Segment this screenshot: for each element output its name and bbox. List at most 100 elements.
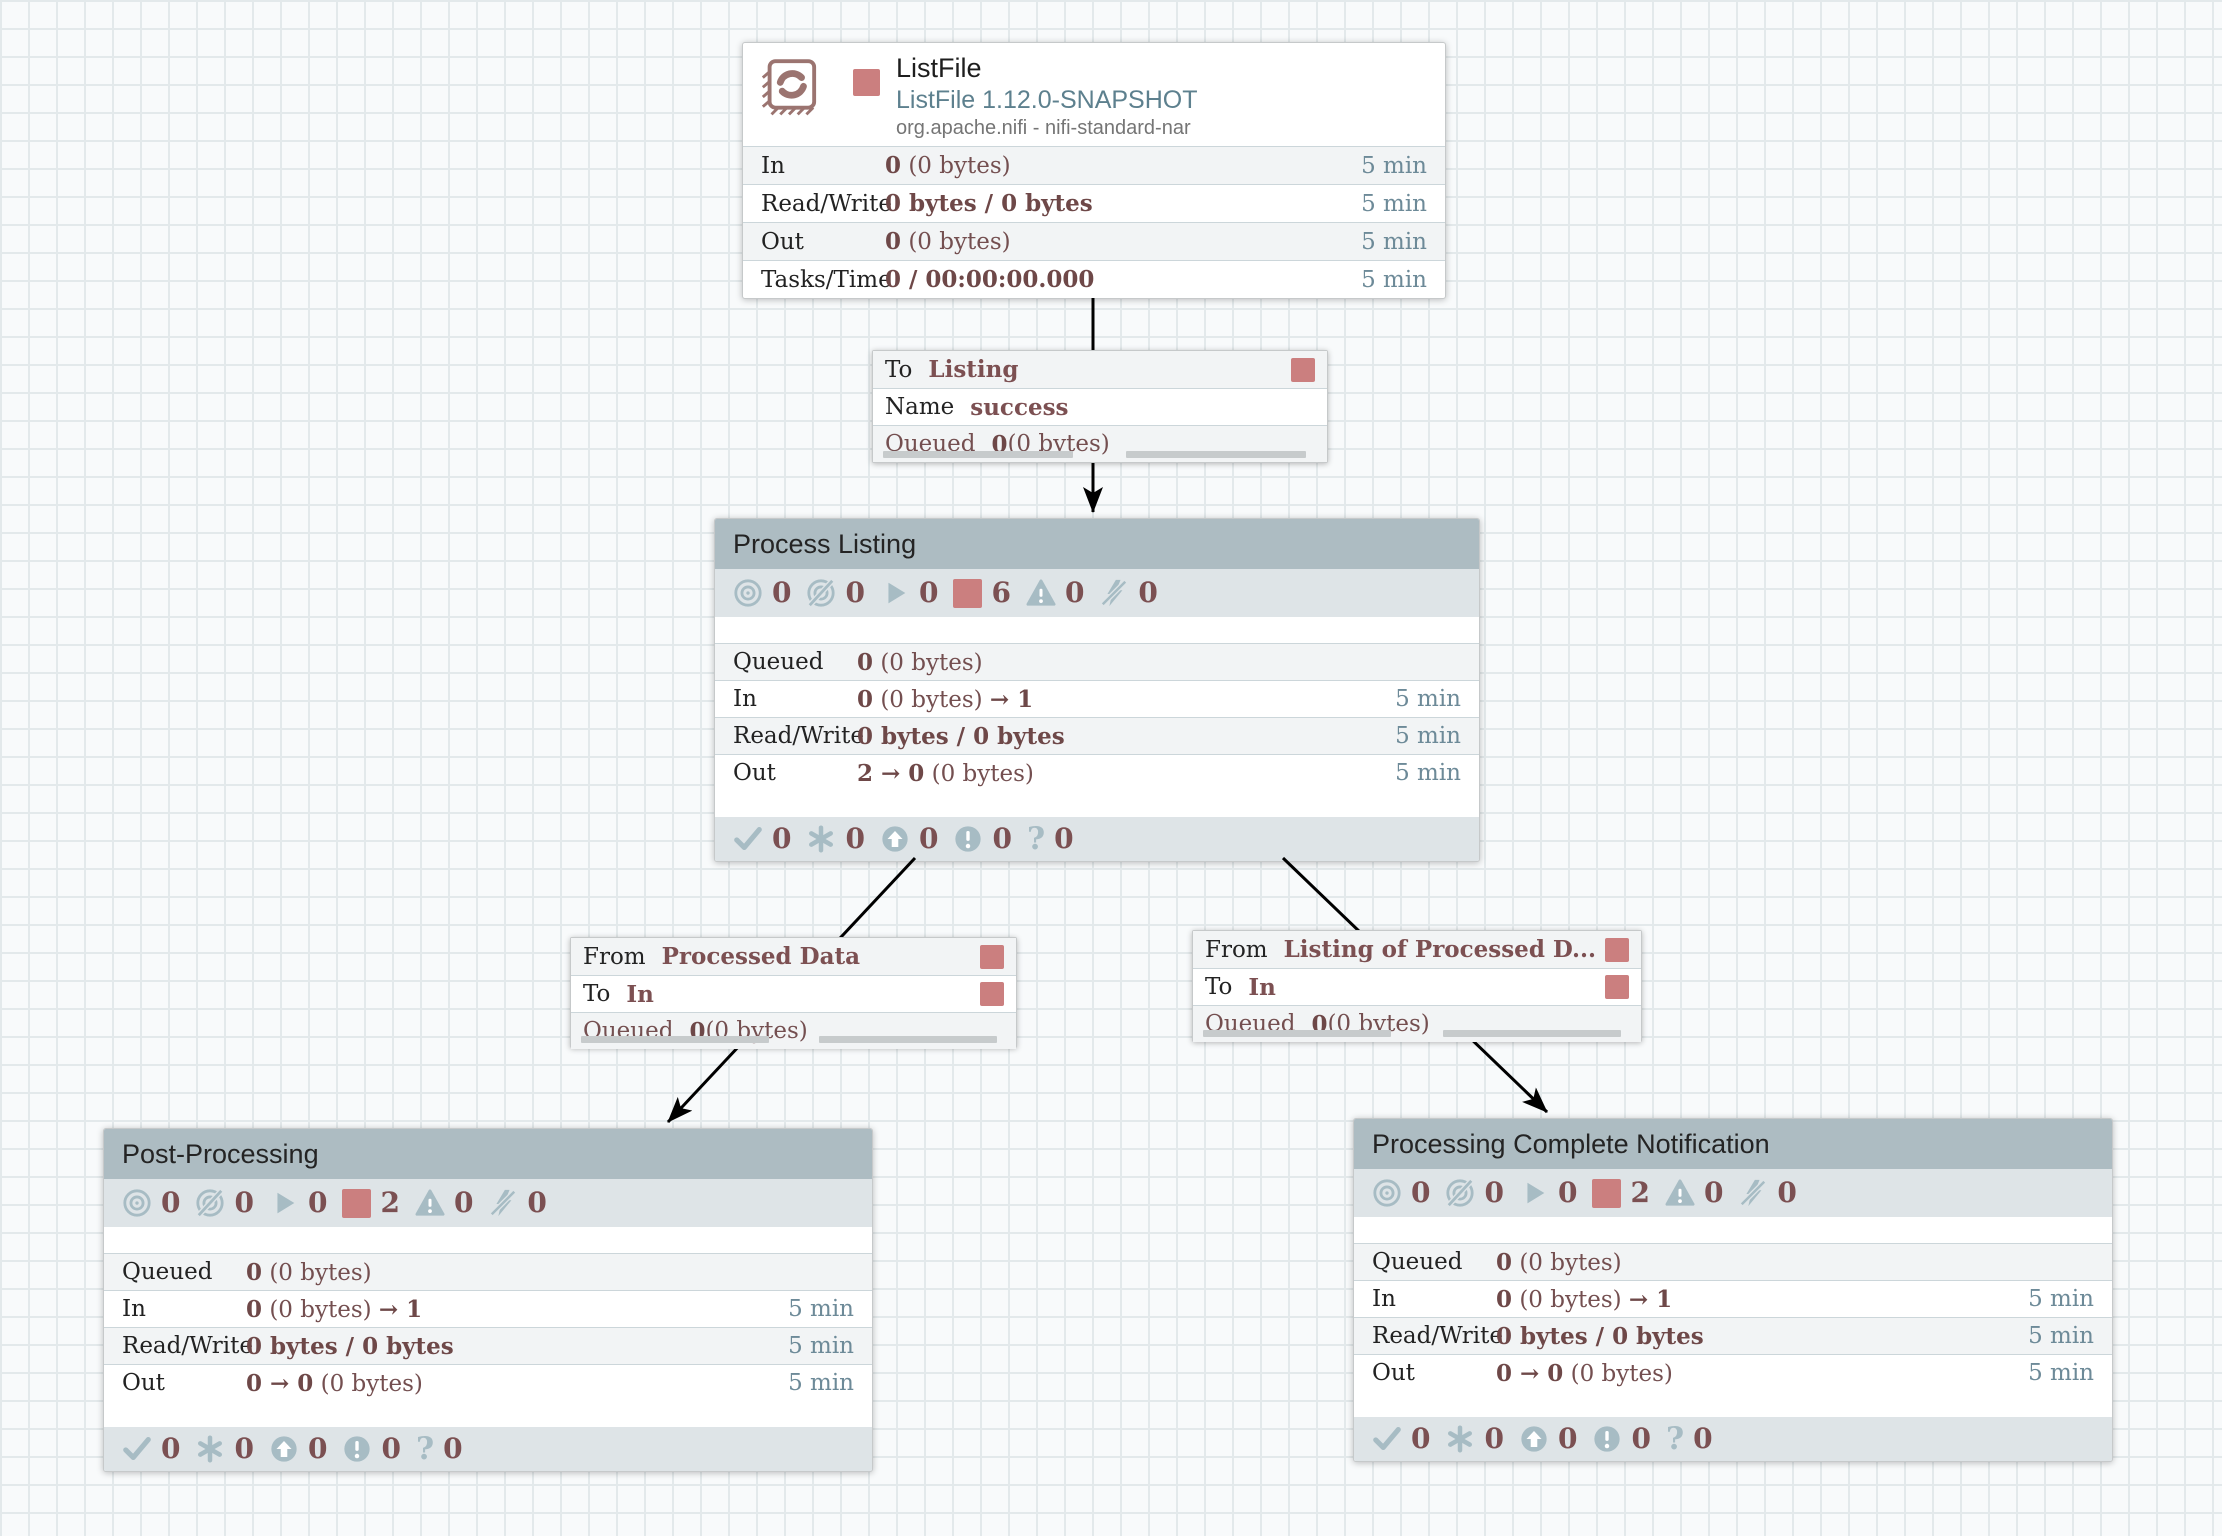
- time-window: 5 min: [1361, 190, 1427, 217]
- up-to-date-badge: 0: [122, 1434, 180, 1464]
- asterisk-icon: [1445, 1424, 1475, 1454]
- sync-failure-badge: ?0: [1665, 1420, 1713, 1457]
- not-transmitting-badge: 0: [195, 1188, 254, 1218]
- time-window: 5 min: [2028, 1286, 2094, 1312]
- invalid-warning-icon: [415, 1188, 445, 1218]
- time-window: 5 min: [788, 1296, 854, 1322]
- invalid-warning-icon: [1665, 1178, 1695, 1208]
- stat-row-queued: Queued 0 (0 bytes): [1354, 1243, 2112, 1280]
- connection-label-processed-data[interactable]: From Processed Data To In Queued 0 (0 by…: [570, 937, 1017, 1049]
- stopped-badge: 6: [953, 578, 1011, 608]
- running-icon: [880, 578, 910, 608]
- connection-to-row: To In: [1193, 968, 1641, 1005]
- queued-size-meter: [1443, 1030, 1621, 1037]
- stat-row-in: In 0 (0 bytes) 5 min: [743, 146, 1445, 184]
- not-transmitting-icon: [1445, 1178, 1475, 1208]
- process-group-post-processing[interactable]: Post-Processing 0 0 0 2 0 0 Queued 0 (0 …: [103, 1128, 873, 1472]
- stale-badge: 0: [880, 824, 938, 854]
- disabled-badge: 0: [1738, 1178, 1797, 1208]
- stat-row-out: Out 0 (0 bytes) 5 min: [743, 222, 1445, 260]
- running-badge: 0: [1519, 1178, 1577, 1208]
- locally-modified-and-stale-badge: 0: [1592, 1424, 1651, 1454]
- check-icon: [122, 1434, 152, 1464]
- exclamation-circle-icon: [1592, 1424, 1622, 1454]
- not-transmitting-icon: [195, 1188, 225, 1218]
- group-stats: Queued 0 (0 bytes) In 0 (0 bytes) → 1 5 …: [715, 643, 1479, 791]
- question-mark-icon: ?: [1665, 1420, 1685, 1457]
- running-badge: 0: [880, 578, 938, 608]
- sync-failure-badge: ?0: [1026, 820, 1074, 857]
- up-to-date-badge: 0: [1372, 1424, 1430, 1454]
- time-window: 5 min: [1395, 723, 1461, 749]
- queued-count-meter: [581, 1036, 769, 1043]
- stat-row-out: Out 0 → 0 (0 bytes) 5 min: [104, 1364, 872, 1401]
- transmitting-badge: 0: [122, 1188, 180, 1218]
- asterisk-icon: [195, 1434, 225, 1464]
- stopped-state-icon: [853, 69, 880, 96]
- queued-count-meter: [883, 451, 1073, 458]
- destination-stopped-icon: [1291, 357, 1315, 382]
- exclamation-circle-icon: [342, 1434, 372, 1464]
- stopped-badge: 2: [342, 1188, 400, 1218]
- queued-size-meter: [1126, 451, 1306, 458]
- running-icon: [269, 1188, 299, 1218]
- stopped-icon: [1592, 1178, 1622, 1208]
- time-window: 5 min: [788, 1333, 854, 1359]
- connection-label-listing-of-processed-data[interactable]: From Listing of Processed D... To In Que…: [1192, 930, 1642, 1042]
- running-icon: [1519, 1178, 1549, 1208]
- invalid-badge: 0: [415, 1188, 473, 1218]
- transmitting-badge: 0: [1372, 1178, 1430, 1208]
- processor-icon: [761, 59, 817, 116]
- time-window: 5 min: [1395, 760, 1461, 786]
- transmitting-icon: [733, 578, 763, 608]
- time-window: 5 min: [788, 1370, 854, 1396]
- processor-stats: In 0 (0 bytes) 5 min Read/Write 0 bytes …: [743, 146, 1445, 298]
- disabled-badge: 0: [1099, 578, 1158, 608]
- time-window: 5 min: [1361, 152, 1427, 179]
- connection-to-row: To Listing: [873, 351, 1327, 388]
- group-title: Processing Complete Notification: [1354, 1119, 2112, 1169]
- invalid-badge: 0: [1665, 1178, 1723, 1208]
- process-group-process-listing[interactable]: Process Listing 0 0 0 6 0 0 Queued 0 (0 …: [714, 518, 1480, 862]
- group-version-control-bar: 0 0 0 0 ?0: [104, 1427, 872, 1471]
- check-icon: [733, 824, 763, 854]
- queued-count-meter: [1203, 1030, 1391, 1037]
- disabled-badge: 0: [488, 1188, 547, 1218]
- locally-modified-and-stale-badge: 0: [953, 824, 1012, 854]
- processor-name: ListFile: [896, 53, 982, 83]
- not-transmitting-badge: 0: [1445, 1178, 1504, 1208]
- group-title: Process Listing: [715, 519, 1479, 569]
- locally-modified-badge: 0: [195, 1434, 254, 1464]
- transmitting-badge: 0: [733, 578, 791, 608]
- connection-to-row: To In: [571, 975, 1016, 1012]
- group-title: Post-Processing: [104, 1129, 872, 1179]
- stat-row-read-write: Read/Write 0 bytes / 0 bytes 5 min: [743, 184, 1445, 222]
- connection-label-success[interactable]: To Listing Name success Queued 0 (0 byte…: [872, 350, 1328, 463]
- time-window: 5 min: [1361, 266, 1427, 293]
- asterisk-icon: [806, 824, 836, 854]
- check-icon: [1372, 1424, 1402, 1454]
- not-transmitting-icon: [806, 578, 836, 608]
- group-version-control-bar: 0 0 0 0 ?0: [715, 817, 1479, 861]
- disabled-bolt-icon: [1738, 1178, 1768, 1208]
- group-version-control-bar: 0 0 0 0 ?0: [1354, 1417, 2112, 1461]
- group-stats: Queued 0 (0 bytes) In 0 (0 bytes) → 1 5 …: [1354, 1243, 2112, 1391]
- question-mark-icon: ?: [415, 1430, 435, 1467]
- locally-modified-badge: 0: [806, 824, 865, 854]
- arrow-up-circle-icon: [269, 1434, 299, 1464]
- connection-from-row: From Listing of Processed D...: [1193, 931, 1641, 968]
- stale-badge: 0: [269, 1434, 327, 1464]
- processor-bundle: org.apache.nifi - nifi-standard-nar: [896, 117, 1191, 139]
- stat-row-tasks-time: Tasks/Time 0 / 00:00:00.000 5 min: [743, 260, 1445, 298]
- running-badge: 0: [269, 1188, 327, 1218]
- disabled-bolt-icon: [488, 1188, 518, 1218]
- transmitting-icon: [122, 1188, 152, 1218]
- up-to-date-badge: 0: [733, 824, 791, 854]
- process-group-processing-complete-notification[interactable]: Processing Complete Notification 0 0 0 2…: [1353, 1118, 2113, 1462]
- processor-type: ListFile 1.12.0-SNAPSHOT: [896, 86, 1198, 114]
- processor-listfile[interactable]: ListFile ListFile 1.12.0-SNAPSHOT org.ap…: [742, 42, 1446, 299]
- stat-row-read-write: Read/Write 0 bytes / 0 bytes 5 min: [715, 717, 1479, 754]
- group-status-bar: 0 0 0 6 0 0: [715, 569, 1479, 617]
- locally-modified-badge: 0: [1445, 1424, 1504, 1454]
